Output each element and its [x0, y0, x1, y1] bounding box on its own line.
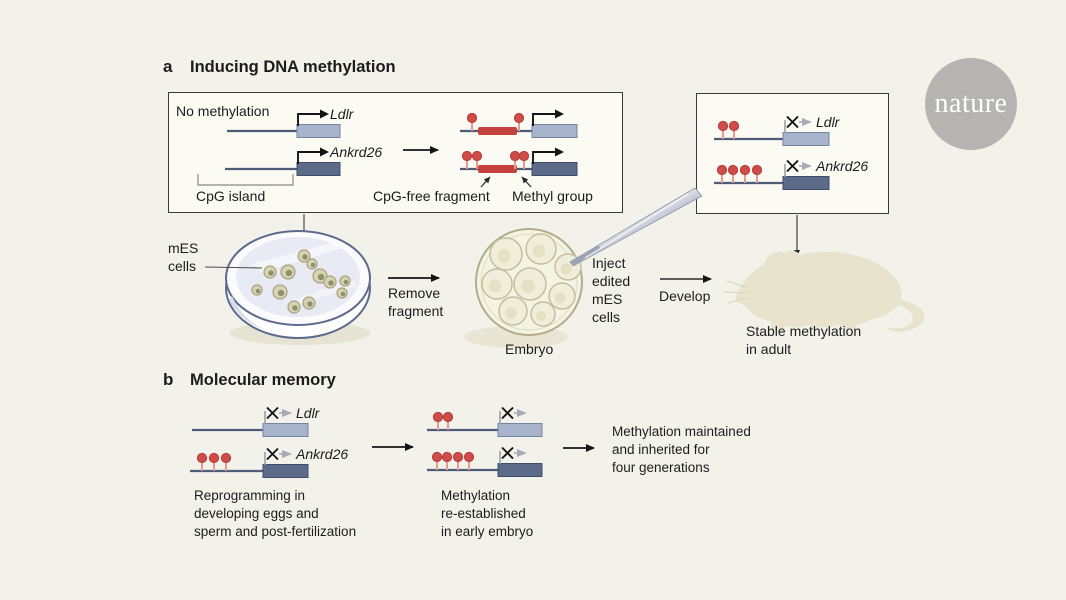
methyl-group-icon [513, 112, 525, 124]
nature-logo-text: nature [934, 88, 1008, 119]
remove-fragment-label: Remove fragment [388, 285, 444, 319]
methyl-group-icon [220, 452, 232, 464]
pipette [569, 187, 703, 267]
gene-name-a_left_ank: Ankrd26 [330, 144, 383, 160]
nature-logo: nature [925, 58, 1017, 150]
maintained-label: Methylation maintained and inherited for… [612, 424, 751, 475]
gene-name-box2_ank: Ankrd26 [816, 158, 869, 174]
promoter-arrow-icon [297, 151, 320, 164]
gene-body [782, 176, 830, 190]
gene-diagrams [190, 109, 830, 478]
cpg-island-label: CpG island [196, 188, 266, 204]
gene-row-b1_ank [190, 447, 309, 478]
gene-body [531, 124, 578, 138]
blocked-arrow-icon [802, 118, 812, 126]
methyl-group-icon [509, 150, 521, 162]
cpg-island-bracket [197, 174, 294, 186]
gene-row-b2_ldlr [427, 406, 543, 437]
promoter-arrow-icon [532, 113, 555, 126]
mes-cells-label: mES cells [168, 240, 199, 274]
methyl-group-icon [196, 452, 208, 464]
promoter-arrow-icon [297, 113, 320, 126]
gene-body [296, 162, 341, 176]
methyl-group-icon [717, 120, 729, 132]
methyl-group-icon [432, 411, 444, 423]
gene-name-a_left_ldlr: Ldlr [330, 106, 354, 122]
embryo-label: Embryo [505, 341, 554, 357]
methyl-group-icon [728, 120, 740, 132]
methyl-group-icon [463, 451, 475, 463]
promoter-arrow-icon [532, 151, 555, 164]
blocked-arrow-icon [517, 409, 527, 417]
methyl-group-icon [751, 164, 763, 176]
blocked-arrow-icon [282, 409, 292, 417]
gene-body [262, 464, 309, 478]
methyl-group-icon [442, 411, 454, 423]
gene-row-b2_ank [427, 446, 543, 477]
gene-body [782, 132, 830, 146]
cpg-free-pointer [480, 176, 491, 188]
methyl-group-icon [727, 164, 739, 176]
mes-cells-pointer [204, 266, 263, 269]
panel-a-title: Inducing DNA methylation [190, 58, 396, 76]
petri-dish [225, 230, 371, 345]
reestablished-label: Methylation re-established in early embr… [441, 488, 534, 539]
gene-row-a_left_ldlr [227, 109, 341, 138]
gene-row-b1_ldlr [192, 406, 309, 437]
methyl-group-icon [461, 150, 473, 162]
methyl-group-icon [518, 150, 530, 162]
blocked-arrow-icon [517, 449, 527, 457]
blocked-arrow-icon [802, 162, 812, 170]
gene-body [296, 124, 341, 138]
gene-name-b1_ldlr: Ldlr [296, 405, 320, 421]
methyl-group-icon [471, 150, 483, 162]
panel-a-letter: a [163, 57, 173, 76]
gene-body [531, 162, 578, 176]
methyl-group-icon [452, 451, 464, 463]
no-methylation-label: No methylation [176, 103, 270, 119]
embryo [464, 228, 583, 348]
methyl-group-icon [466, 112, 478, 124]
methyl-group-pointer [521, 176, 532, 188]
cpg-free-fragment [478, 127, 517, 135]
gene-row-a_left_ank [225, 147, 341, 176]
methyl-group-icon [716, 164, 728, 176]
gene-body [262, 423, 309, 437]
gene-row-box2_ldlr [714, 115, 830, 146]
methyl-group-icon [208, 452, 220, 464]
stable-methylation-box [696, 93, 889, 214]
panel-b-letter: b [163, 370, 174, 389]
methyl-group-icon [431, 451, 443, 463]
gene-row-a_right_ank [460, 147, 578, 176]
blocked-arrow-icon [282, 450, 292, 458]
cpg-free-fragment [478, 165, 517, 173]
methyl-group-icon [441, 451, 453, 463]
develop-label: Develop [659, 288, 711, 304]
gene-row-box2_ank [714, 159, 830, 190]
gene-body [497, 423, 543, 437]
panel-b-title: Molecular memory [190, 371, 336, 389]
cpg-free-fragment-label: CpG-free fragment [373, 188, 490, 204]
gene-name-b1_ank: Ankrd26 [296, 446, 349, 462]
gene-name-box2_ldlr: Ldlr [816, 114, 840, 130]
gene-row-a_right_ldlr [460, 109, 578, 138]
gene-body [497, 463, 543, 477]
methyl-group-label: Methyl group [512, 188, 593, 204]
stable-methylation-label: Stable methylation in adult [746, 323, 862, 357]
mes-cell-colonies [251, 249, 351, 314]
methyl-group-icon [739, 164, 751, 176]
mouse-silhouette [723, 250, 925, 332]
inject-label: Inject edited mES cells [592, 255, 631, 325]
reprogramming-label: Reprogramming in developing eggs and spe… [194, 488, 357, 539]
